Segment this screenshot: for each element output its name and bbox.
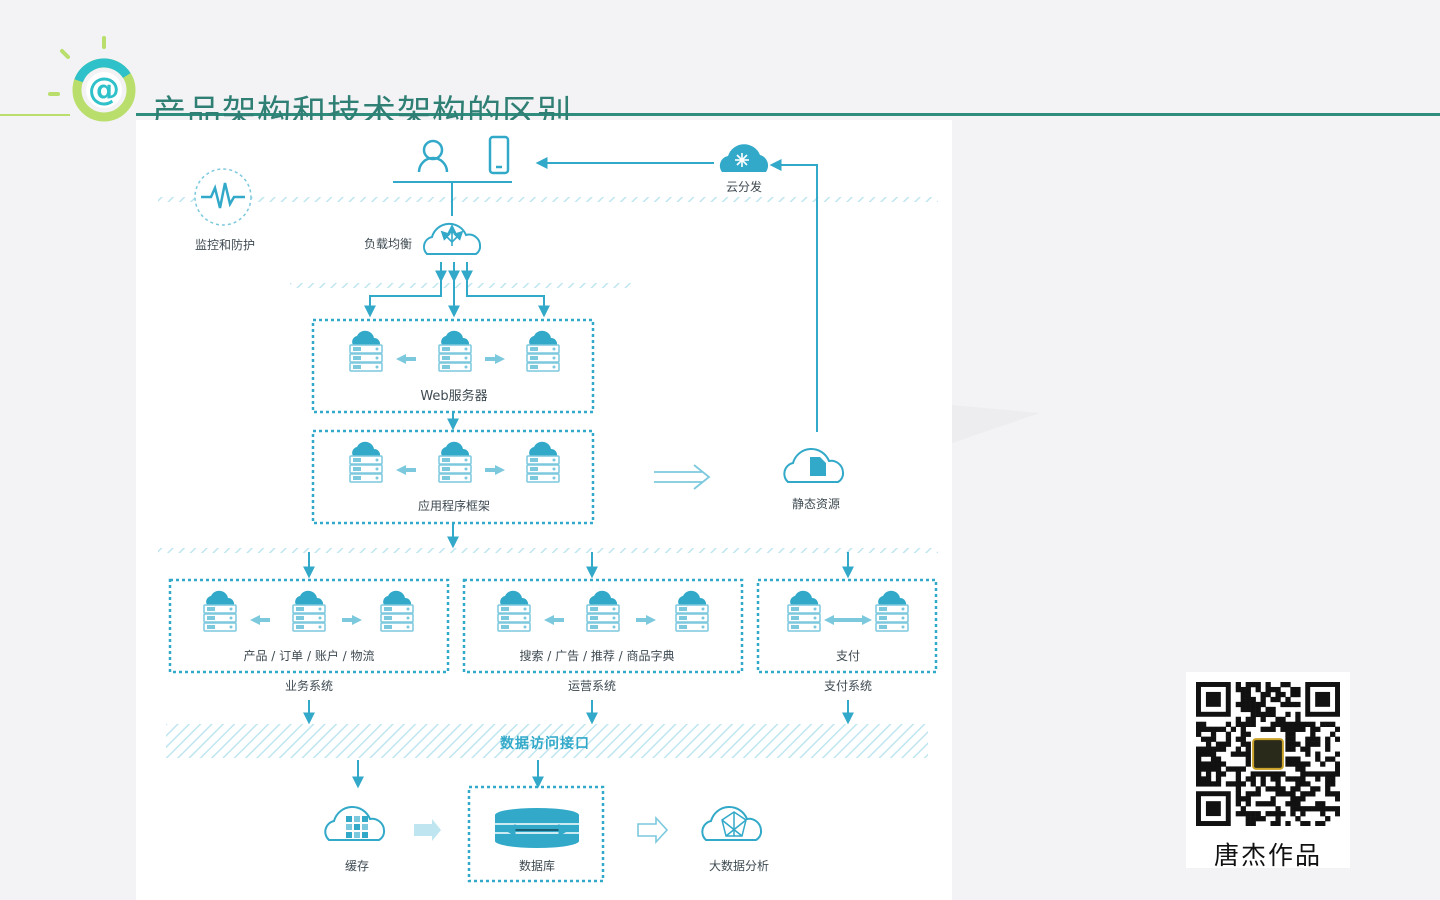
monitoring-icon bbox=[194, 168, 252, 226]
diagram-canvas bbox=[158, 135, 938, 883]
pay-system-label: 支付系统 bbox=[823, 679, 873, 693]
load-balance-icon bbox=[422, 222, 482, 255]
static-resources-icon bbox=[783, 448, 845, 483]
cloud-distribution-label: 云分发 bbox=[725, 180, 763, 194]
ops-system-group bbox=[462, 578, 744, 674]
static-resources-label: 静态资源 bbox=[791, 497, 841, 511]
ops-system-label: 运营系统 bbox=[567, 679, 617, 693]
database-label: 数据库 bbox=[518, 859, 556, 873]
monitoring-label: 监控和防护 bbox=[194, 238, 256, 252]
header-accent-line bbox=[0, 114, 70, 116]
phone-icon bbox=[488, 135, 510, 175]
qr-code-icon bbox=[1196, 682, 1340, 826]
separator-band-mid bbox=[290, 283, 632, 288]
big-data-icon bbox=[701, 806, 763, 841]
header-divider bbox=[136, 113, 1440, 116]
qr-caption: 唐杰作品 bbox=[1213, 841, 1322, 870]
qr-card: 唐杰作品 bbox=[1186, 672, 1350, 870]
data-access-band bbox=[166, 724, 928, 758]
svg-text:@: @ bbox=[88, 70, 120, 108]
db-to-bigdata-arrow bbox=[637, 815, 669, 845]
cache-to-db-arrow bbox=[414, 819, 441, 841]
big-data-label: 大数据分析 bbox=[708, 859, 770, 873]
double-arrow-icon bbox=[654, 464, 711, 490]
load-balance-label: 负载均衡 bbox=[363, 237, 413, 251]
separator-band-lower bbox=[158, 548, 938, 553]
database-icon bbox=[495, 808, 579, 848]
web-server-label: Web服务器 bbox=[420, 389, 488, 404]
ops-inner-label: 搜索 / 广告 / 推荐 / 商品字典 bbox=[519, 649, 675, 663]
user-icon bbox=[417, 139, 449, 173]
cache-icon bbox=[324, 806, 386, 841]
business-system-label: 业务系统 bbox=[284, 679, 334, 693]
watermark-shape bbox=[952, 405, 1040, 443]
architecture-diagram: 云分发 监控和防护 负载均衡 Web服务器 应用程序框架 静态资源 产品 / 订… bbox=[136, 120, 952, 900]
pay-system-group bbox=[756, 578, 938, 674]
business-system-group bbox=[168, 578, 450, 674]
app-framework-label: 应用程序框架 bbox=[417, 499, 491, 513]
at-sign-logo-icon: @ bbox=[48, 36, 136, 122]
cloud-distribution-icon bbox=[719, 144, 769, 172]
database-group bbox=[467, 785, 605, 883]
pay-inner-label: 支付 bbox=[835, 649, 861, 663]
separator-band-top bbox=[158, 197, 938, 202]
business-inner-label: 产品 / 订单 / 账户 / 物流 bbox=[243, 649, 375, 663]
cache-label: 缓存 bbox=[344, 859, 370, 873]
data-access-label: 数据访问接口 bbox=[500, 736, 590, 752]
